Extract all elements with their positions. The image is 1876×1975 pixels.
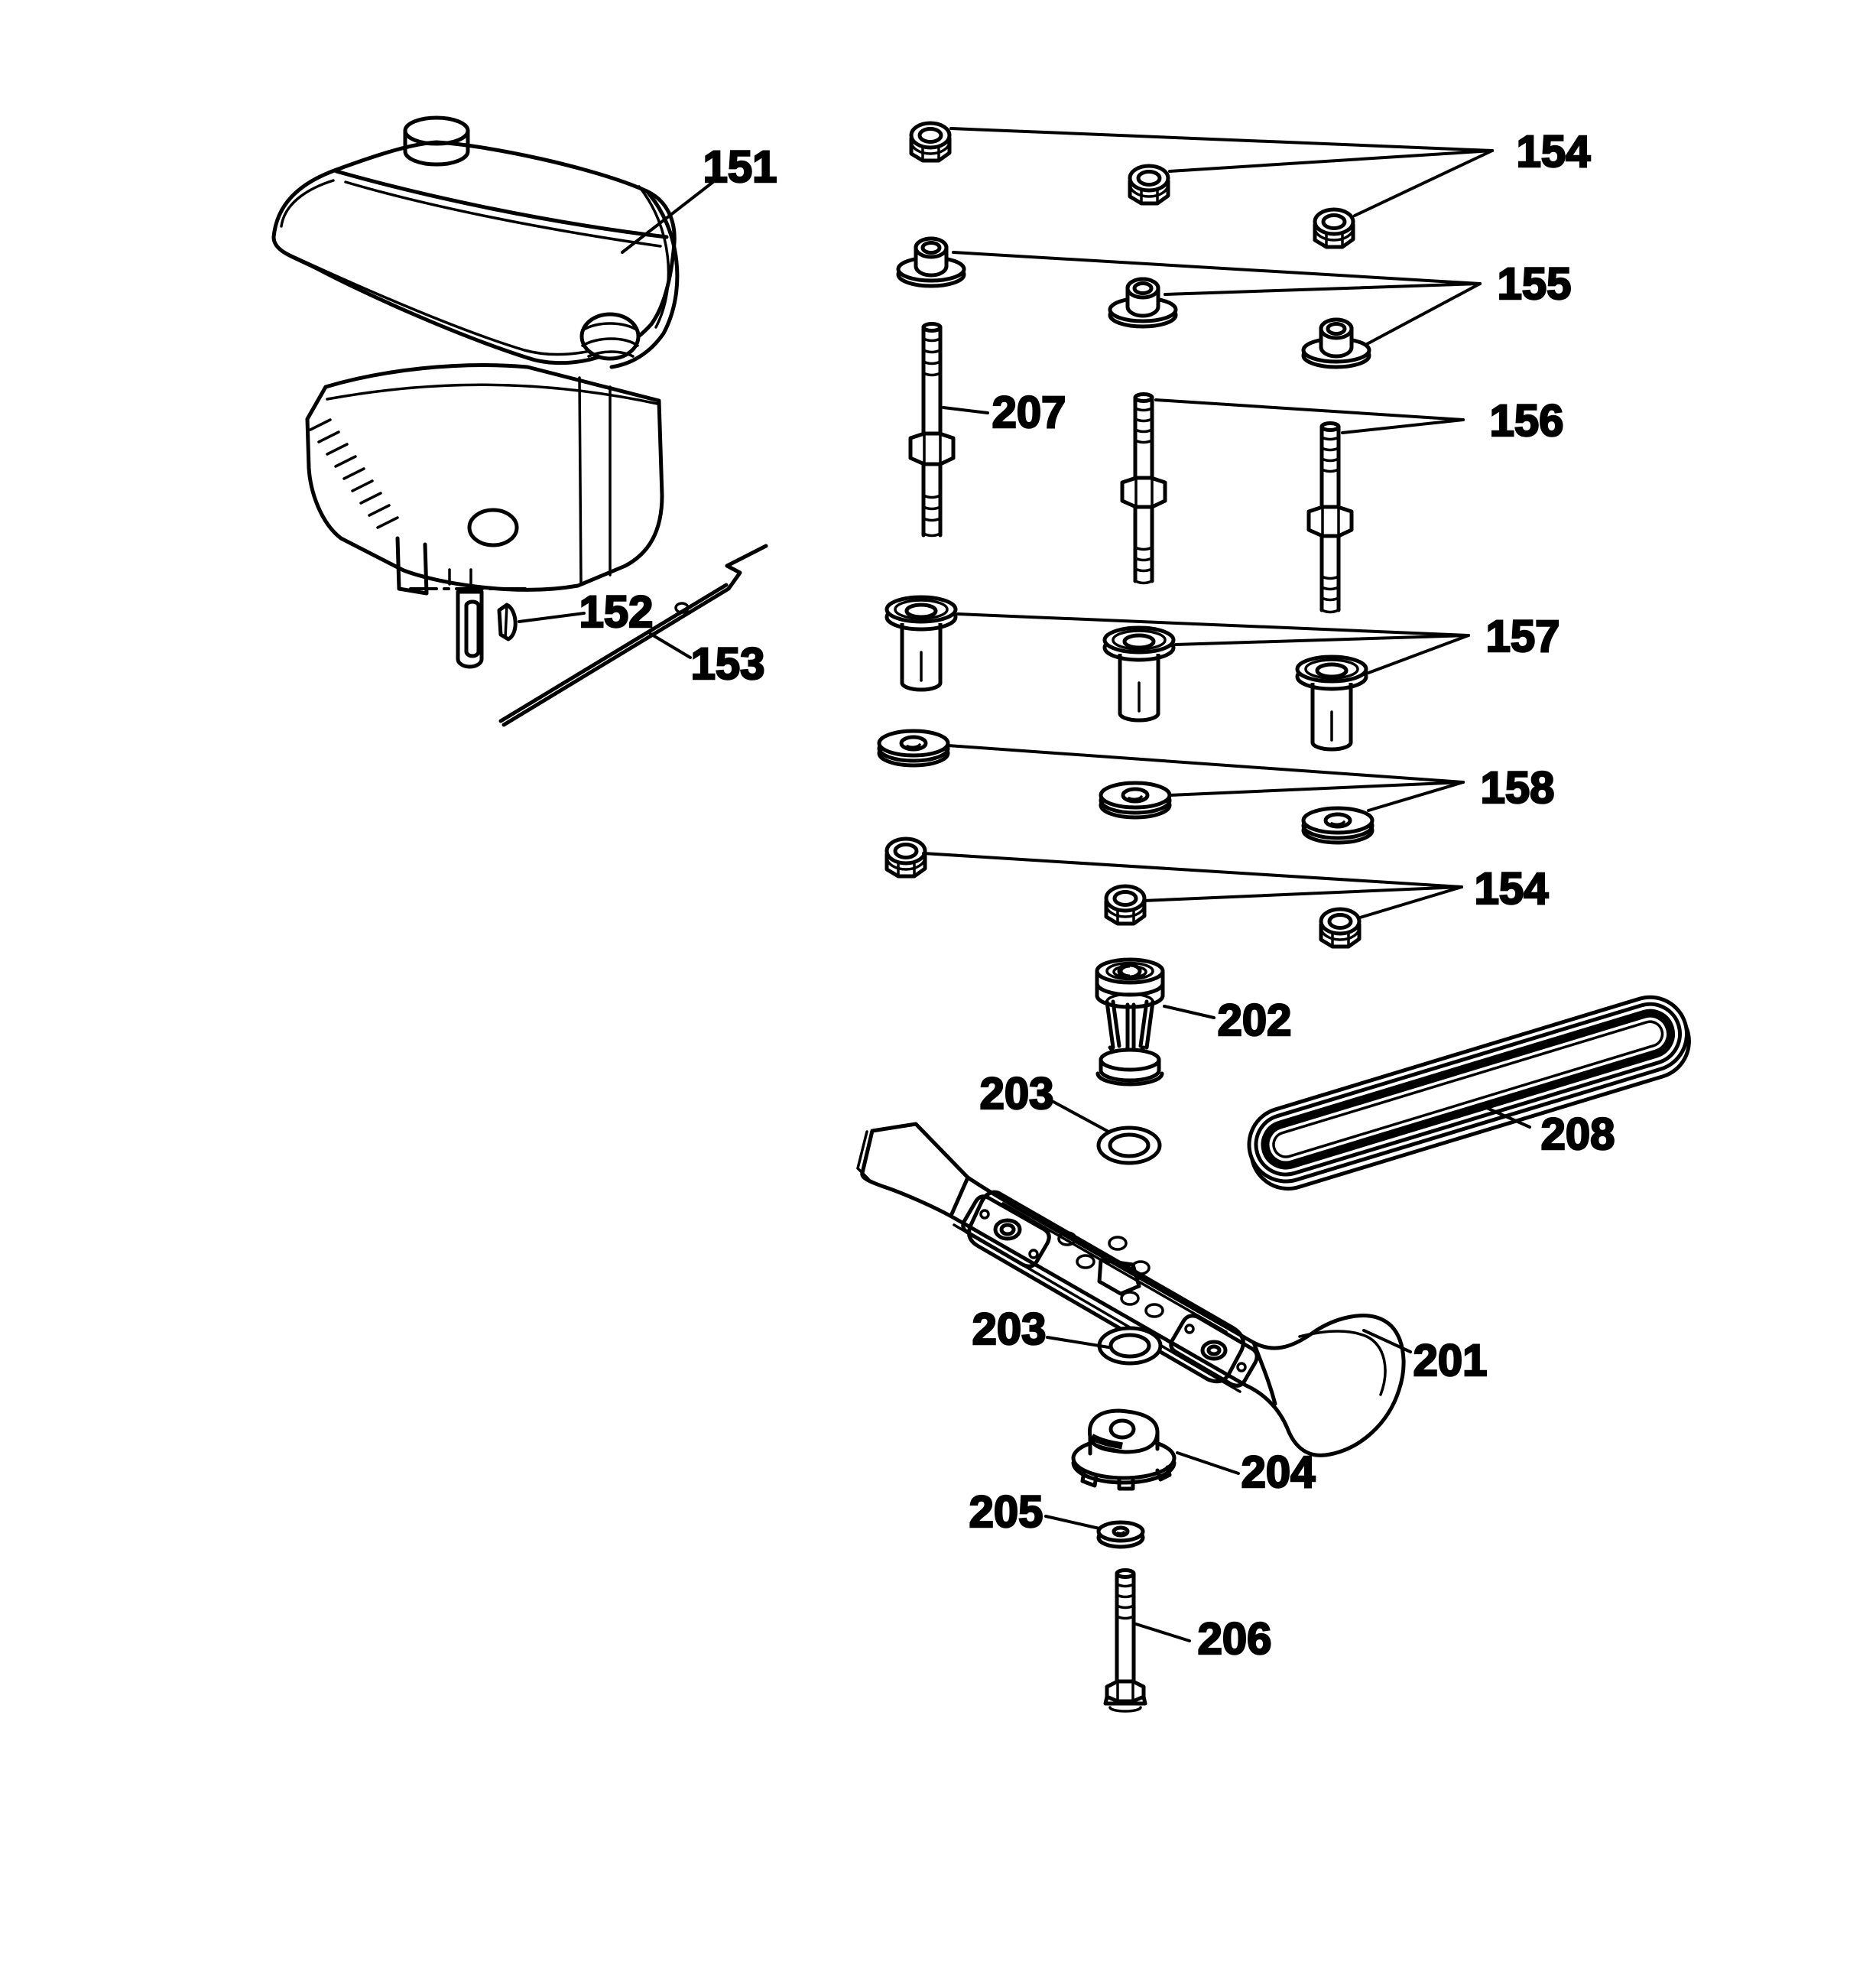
keyway-slot — [464, 599, 481, 658]
callout-203-lower: 203 — [972, 1304, 1047, 1354]
stud-long — [908, 322, 956, 538]
leader-line — [946, 744, 1465, 784]
leader-line — [1353, 149, 1494, 217]
leader-line — [952, 251, 1482, 285]
leader-line — [949, 127, 1494, 152]
callout-205: 205 — [969, 1487, 1043, 1537]
drive-belt-icon — [1247, 995, 1691, 1191]
callout-203-upper: 203 — [980, 1069, 1054, 1119]
engine-side-cap-icon — [579, 312, 641, 361]
callout-154-top: 154 — [1517, 127, 1591, 177]
leader-line — [1164, 282, 1482, 296]
lock-nut — [887, 839, 925, 876]
leader-line — [1052, 1100, 1110, 1133]
mower-blade-icon — [856, 1122, 1406, 1457]
callout-204: 204 — [1241, 1447, 1316, 1497]
lock-nut — [1315, 210, 1353, 247]
leader-line — [1341, 418, 1465, 434]
callout-155: 155 — [1498, 259, 1572, 309]
lock-nut — [1130, 166, 1168, 203]
leader-line — [621, 177, 719, 254]
crankshaft-icon — [409, 587, 527, 669]
callout-153: 153 — [691, 639, 765, 689]
leader-line — [1168, 781, 1465, 797]
lock-nut — [1106, 886, 1144, 924]
leader-line — [956, 612, 1470, 637]
flat-washer — [879, 731, 948, 765]
leader-line — [1358, 885, 1463, 919]
blade-spacer-icon — [1095, 957, 1165, 1087]
leader-line — [1367, 634, 1470, 674]
callout-152: 152 — [579, 587, 654, 637]
leader-line — [942, 406, 989, 414]
leader-line — [1362, 1329, 1412, 1353]
woodruff-key-icon — [497, 603, 518, 642]
leader-line — [1365, 282, 1482, 346]
leader-line — [1163, 1005, 1216, 1019]
engine-cooling-fins — [309, 418, 399, 529]
callout-151: 151 — [703, 142, 777, 192]
callout-156: 156 — [1490, 396, 1564, 446]
leader-line — [1176, 1451, 1240, 1475]
leader-line — [1367, 781, 1465, 812]
leader-line — [1044, 1515, 1101, 1530]
flat-washer — [1303, 808, 1372, 843]
leader-line — [518, 612, 586, 623]
leader-line — [1134, 1623, 1191, 1642]
leader-line — [1478, 1103, 1531, 1129]
small-washer-icon — [1096, 1520, 1145, 1549]
leader-line — [1154, 398, 1465, 421]
callout-201: 201 — [1413, 1336, 1488, 1385]
callout-157: 157 — [1486, 612, 1560, 661]
blade-washer-upper — [1096, 1126, 1162, 1165]
callout-206: 206 — [1198, 1614, 1272, 1664]
engine-illustration — [271, 115, 680, 596]
callout-208: 208 — [1541, 1109, 1615, 1159]
callout-154-bottom: 154 — [1475, 864, 1549, 914]
callout-158: 158 — [1481, 763, 1555, 813]
leader-line — [649, 632, 692, 659]
leader-line — [1142, 885, 1463, 902]
blade-washer-lower — [1097, 1326, 1163, 1366]
blade-bolt-icon — [1103, 1568, 1147, 1713]
leader-line — [1168, 149, 1494, 173]
blade-adapter-icon — [1071, 1408, 1177, 1491]
flat-washer — [1101, 783, 1170, 817]
leader-line — [922, 852, 1463, 888]
callout-202: 202 — [1218, 996, 1292, 1045]
leader-line — [1046, 1336, 1110, 1349]
lock-nut — [1321, 909, 1359, 947]
leader-line — [1174, 634, 1470, 646]
callout-207: 207 — [992, 388, 1066, 437]
lock-nut — [911, 123, 949, 161]
